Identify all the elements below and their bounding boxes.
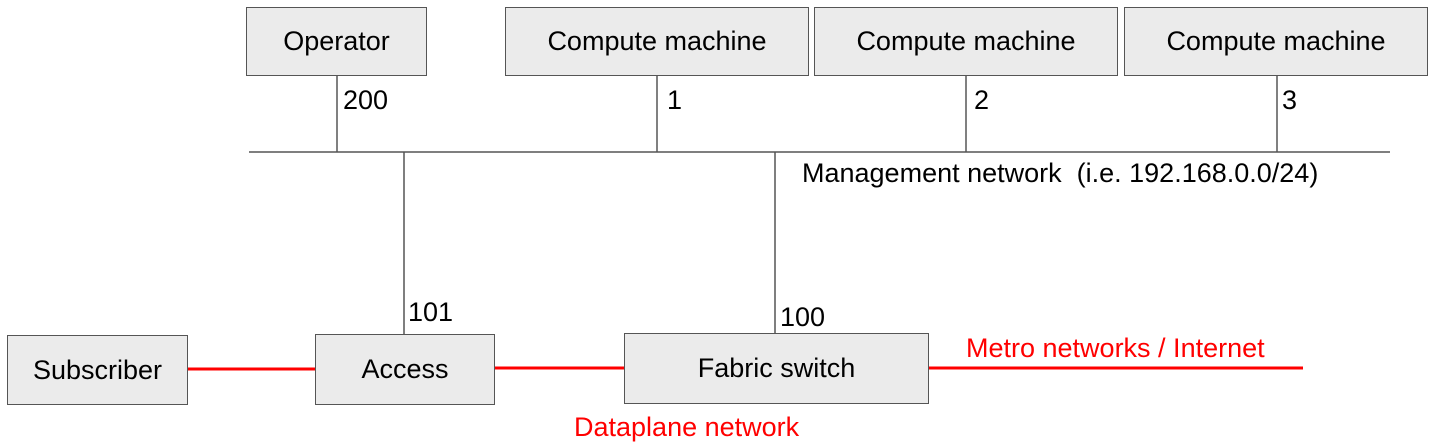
compute-machine-3-label: Compute machine (1166, 26, 1386, 56)
compute-machine-2-node: Compute machine (814, 7, 1118, 76)
compute-machine-1-label: Compute machine (547, 26, 767, 56)
access-address: 101 (408, 297, 454, 327)
operator-node: Operator (246, 7, 427, 76)
compute-machine-2-label: Compute machine (856, 26, 1076, 56)
fabric-switch-node: Fabric switch (624, 333, 929, 404)
subscriber-label: Subscriber (32, 354, 163, 385)
management-network-label: Management network (i.e. 192.168.0.0/24) (802, 158, 1319, 188)
metro-network-label: Metro networks / Internet (966, 333, 1265, 363)
fabric-address: 100 (780, 302, 826, 332)
compute-machine-3-node: Compute machine (1124, 7, 1428, 76)
compute2-address: 2 (974, 85, 990, 115)
access-node: Access (315, 334, 495, 405)
access-label: Access (361, 354, 449, 384)
compute1-address: 1 (667, 85, 683, 115)
compute3-address: 3 (1282, 85, 1298, 115)
dataplane-network-label: Dataplane network (574, 412, 800, 442)
operator-label: Operator (283, 26, 390, 56)
fabric-switch-label: Fabric switch (697, 353, 856, 383)
subscriber-node: Subscriber (7, 335, 188, 405)
operator-address: 200 (343, 85, 389, 115)
compute-machine-1-node: Compute machine (505, 7, 809, 76)
